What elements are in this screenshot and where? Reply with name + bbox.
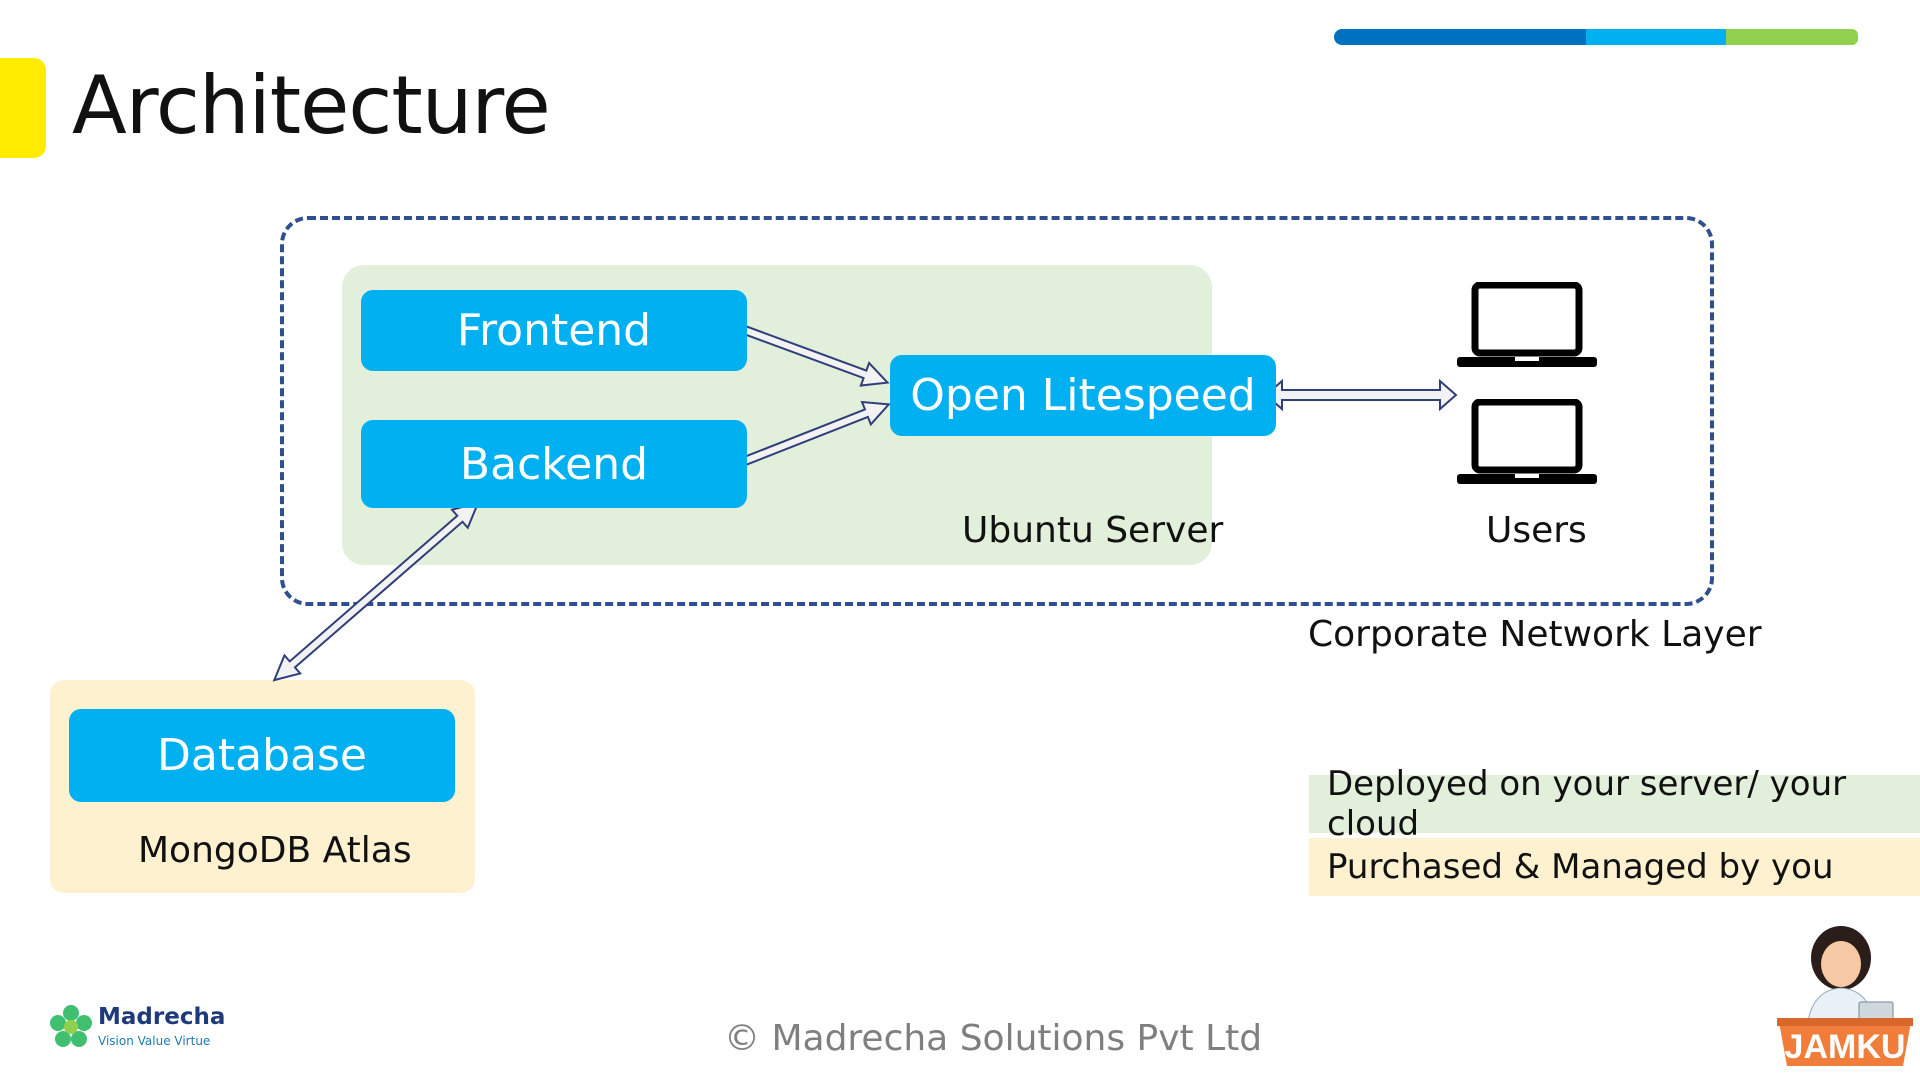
corporate-network-label: Corporate Network Layer	[1308, 614, 1762, 655]
legend-deployed: Deployed on your server/ your cloud	[1309, 764, 1920, 844]
title-accent-bar	[0, 58, 46, 158]
open-litespeed-node: Open Litespeed	[890, 355, 1276, 436]
page-title: Architecture	[72, 59, 551, 152]
backend-node: Backend	[361, 420, 747, 508]
copyright-text: © Madrecha Solutions Pvt Ltd	[724, 1018, 1263, 1059]
arrow-backend-database	[272, 501, 480, 682]
legend-purchased: Purchased & Managed by you	[1309, 838, 1920, 896]
laptop-icon	[1457, 399, 1597, 484]
arrow-litespeed-users	[1264, 378, 1458, 412]
users-label: Users	[1486, 510, 1587, 551]
mascot-label: JAMKU	[1784, 1028, 1906, 1066]
topbar-segment-light	[1586, 29, 1726, 45]
brand-name: Madrecha	[98, 1004, 226, 1030]
topbar-segment-green	[1726, 29, 1858, 45]
mongodb-atlas-label: MongoDB Atlas	[138, 830, 412, 871]
ubuntu-server-label: Ubuntu Server	[962, 510, 1224, 551]
database-node: Database	[69, 709, 455, 802]
frontend-node: Frontend	[361, 290, 747, 371]
madrecha-logo-icon	[50, 1005, 92, 1047]
brand-tagline: Vision Value Virtue	[98, 1034, 211, 1048]
corporate-network-zone	[280, 216, 1714, 606]
laptop-icon	[1457, 282, 1597, 367]
topbar-segment-dark	[1334, 29, 1586, 45]
jamku-mascot-icon	[1777, 926, 1913, 1066]
